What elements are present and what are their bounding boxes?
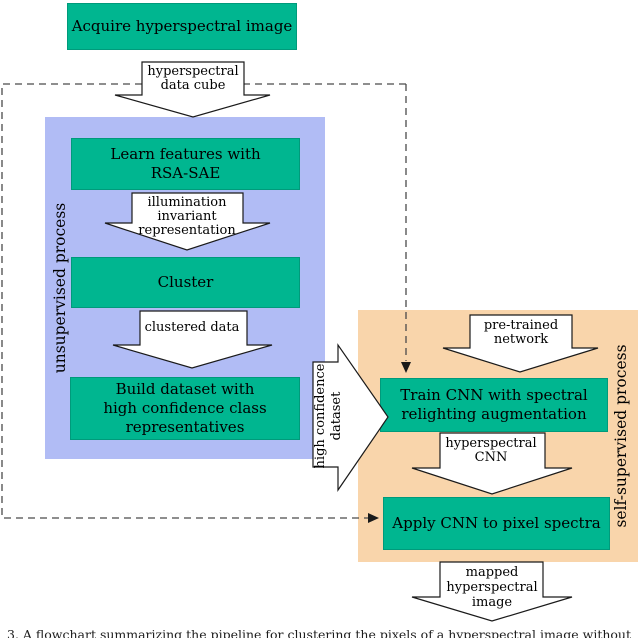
box-cluster-line: Cluster [157, 272, 214, 291]
mapped-label-line-1: mapped [465, 565, 519, 580]
box-apply-cnn: Apply CNN to pixel spectra [383, 497, 610, 550]
box-apply-line: Apply CNN to pixel spectra [392, 513, 601, 532]
box-learn-features-rsa-sae: Learn features with RSA-SAE [71, 138, 300, 190]
box-build-dataset: Build dataset with high confidence class… [70, 377, 300, 440]
mapped-image-arrow [411, 561, 573, 622]
box-acquire-hyperspectral-image: Acquire hyperspectral image [67, 3, 297, 50]
box-build-line-2: high confidence class [103, 398, 267, 417]
high-confidence-label-line-1: high confidence [313, 363, 328, 469]
self-supervised-process-label-text: self-supervised process [612, 344, 630, 528]
data-cube-label-line-2: data cube [160, 78, 226, 93]
data-cube-label: hyperspectral data cube [133, 65, 253, 93]
box-train-cnn: Train CNN with spectral relighting augme… [380, 378, 608, 432]
box-train-line-2: relighting augmentation [401, 405, 587, 423]
box-acquire-line: Acquire hyperspectral image [71, 16, 293, 35]
high-confidence-label-line-2: dataset [329, 391, 344, 441]
box-learn-line-1: Learn features with [110, 144, 261, 163]
box-cluster: Cluster [71, 257, 300, 308]
high-confidence-dataset-label: high confidence dataset [313, 364, 345, 469]
figure-caption: 3. A flowchart summarizing the pipeline … [7, 627, 631, 638]
unsupervised-process-label: unsupervised process [51, 202, 69, 374]
box-train-line-1: Train CNN with spectral [400, 385, 588, 404]
box-build-line-1: Build dataset with [115, 379, 255, 398]
mapped-image-label: mapped hyperspectral image [432, 565, 552, 610]
unsupervised-process-label-text: unsupervised process [51, 202, 69, 374]
box-learn-line-2: RSA-SAE [150, 164, 221, 182]
self-supervised-process-label: self-supervised process [612, 344, 630, 528]
mapped-label-line-2: hyperspectral [446, 580, 538, 595]
mapped-label-line-3: image [471, 595, 513, 610]
box-build-line-3: representatives [125, 418, 245, 437]
data-cube-arrow [114, 61, 271, 118]
data-cube-label-line-1: hyperspectral [147, 64, 239, 79]
